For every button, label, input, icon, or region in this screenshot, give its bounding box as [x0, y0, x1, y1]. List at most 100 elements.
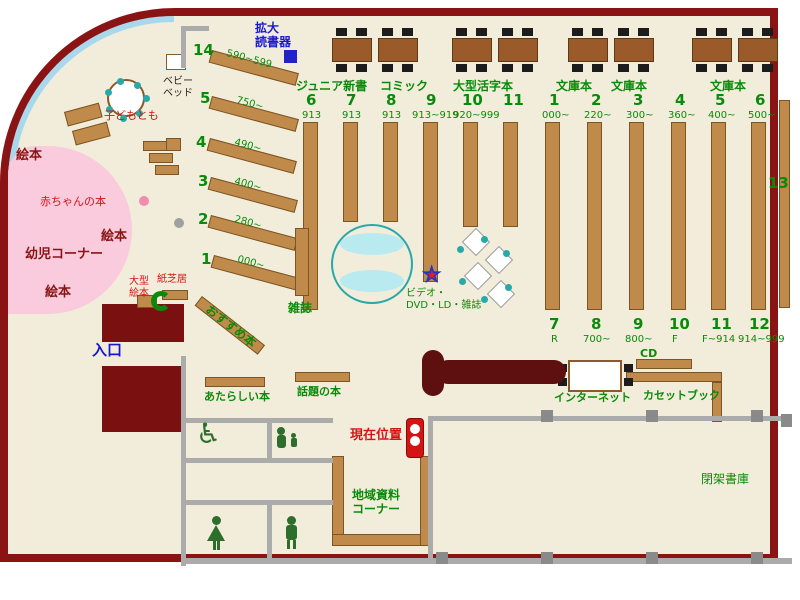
video-corner-star-marker: ★ ★ — [420, 262, 450, 292]
bunko-label-1: 文庫本 — [556, 79, 593, 93]
bookshelf — [143, 141, 167, 151]
local-materials-label: 地域資料 コーナー — [352, 488, 401, 516]
wall — [181, 458, 333, 463]
magazines-label: 雑誌 — [288, 301, 313, 315]
video-dvd-label: ビデオ・ DVD・LD・雑誌 — [406, 288, 482, 311]
wall — [181, 26, 186, 68]
topical-books-label: 話題の本 — [297, 385, 341, 398]
shelf-range: F~914 — [702, 334, 736, 345]
shelf-range: 914~999 — [738, 334, 785, 345]
shelf-range: F — [672, 334, 678, 345]
bookshelf — [383, 122, 398, 222]
cassette-book-label: カセットブック — [643, 389, 720, 402]
entrance-label: 入口 — [92, 341, 123, 359]
wall — [181, 558, 792, 564]
pillar — [751, 410, 763, 422]
pillar — [541, 552, 553, 564]
chair — [572, 64, 583, 72]
bunko-label-3: 文庫本 — [710, 79, 747, 93]
chair — [336, 28, 347, 36]
shelf-number: 2 — [591, 91, 602, 109]
man-icon — [283, 516, 301, 552]
chair — [502, 28, 513, 36]
chair — [618, 64, 629, 72]
chair-dot — [505, 284, 512, 291]
reading-table — [692, 38, 732, 62]
shelf-number: 4 — [196, 133, 207, 151]
chair-dot — [120, 115, 127, 122]
shelf-range: 000~ — [542, 110, 570, 121]
chair — [456, 64, 467, 72]
bench-ellipse — [331, 224, 413, 304]
chair — [618, 28, 629, 36]
reading-table — [452, 38, 492, 62]
internet-table — [568, 360, 622, 392]
bookshelf — [332, 456, 344, 546]
shelf-range: 913~919 — [412, 110, 459, 121]
picture-books-label: 絵本 — [101, 229, 128, 244]
marker-detail — [410, 424, 420, 434]
chair-dot — [457, 246, 464, 253]
bookshelf — [205, 377, 265, 387]
wall — [428, 416, 433, 564]
chair — [456, 28, 467, 36]
chair — [572, 28, 583, 36]
closed-stacks-label: 閉架書庫 — [701, 472, 750, 486]
comic-label: コミック — [380, 79, 429, 93]
bookshelf — [751, 122, 766, 310]
shelf-number: 3 — [198, 172, 209, 190]
shelf-range: 800~ — [625, 334, 653, 345]
pillar — [751, 552, 763, 564]
shelf-number: 5 — [715, 91, 726, 109]
shelf-range: 700~ — [583, 334, 611, 345]
shelf-range: 400~ — [708, 110, 736, 121]
chair-dot — [174, 218, 184, 228]
magnifier-label: 拡大 読書器 — [255, 21, 292, 49]
service-counter — [436, 360, 566, 384]
bookshelf — [463, 122, 478, 227]
chair — [592, 28, 603, 36]
shelf-number: 2 — [198, 210, 209, 228]
bunko-label-2: 文庫本 — [611, 79, 648, 93]
chair — [558, 378, 567, 386]
chair-dot — [503, 250, 510, 257]
woman-icon — [206, 516, 226, 552]
bookshelf — [423, 122, 438, 282]
shelf-range: 920~999 — [453, 110, 500, 121]
chair-dot — [143, 95, 150, 102]
pillar — [646, 410, 658, 422]
chair-dot — [136, 110, 143, 117]
chair — [742, 28, 753, 36]
bookshelf — [332, 534, 432, 546]
shelf-range: 500~ — [748, 110, 776, 121]
chair-dot — [481, 296, 488, 303]
bookshelf — [636, 359, 692, 369]
wall — [430, 416, 790, 421]
pillar — [436, 552, 448, 564]
shelf-range: 913 — [342, 110, 362, 121]
chair — [382, 64, 393, 72]
pillar — [781, 414, 792, 427]
service-counter-end — [422, 350, 444, 396]
shelf-number: 8 — [386, 91, 397, 109]
chair — [592, 64, 603, 72]
chair — [382, 28, 393, 36]
chair — [742, 64, 753, 72]
shelf-number: 6 — [755, 91, 766, 109]
chair — [716, 28, 727, 36]
bookshelf — [295, 372, 350, 382]
star-icon: ★ — [420, 260, 444, 290]
wall — [181, 500, 333, 505]
chair — [624, 364, 633, 372]
shelf-number: 10 — [669, 315, 690, 333]
shelf-number: 9 — [633, 315, 644, 333]
bench-seat-bottom — [340, 270, 404, 292]
marker-detail — [410, 436, 420, 446]
reading-table — [568, 38, 608, 62]
shelf-number: 3 — [633, 91, 644, 109]
bench-seat-top — [340, 233, 404, 255]
reading-table — [332, 38, 372, 62]
bookshelf — [587, 122, 602, 310]
star-icon: ★ — [426, 268, 438, 283]
junior-shinsho-label: ジュニア新書 — [296, 79, 368, 93]
